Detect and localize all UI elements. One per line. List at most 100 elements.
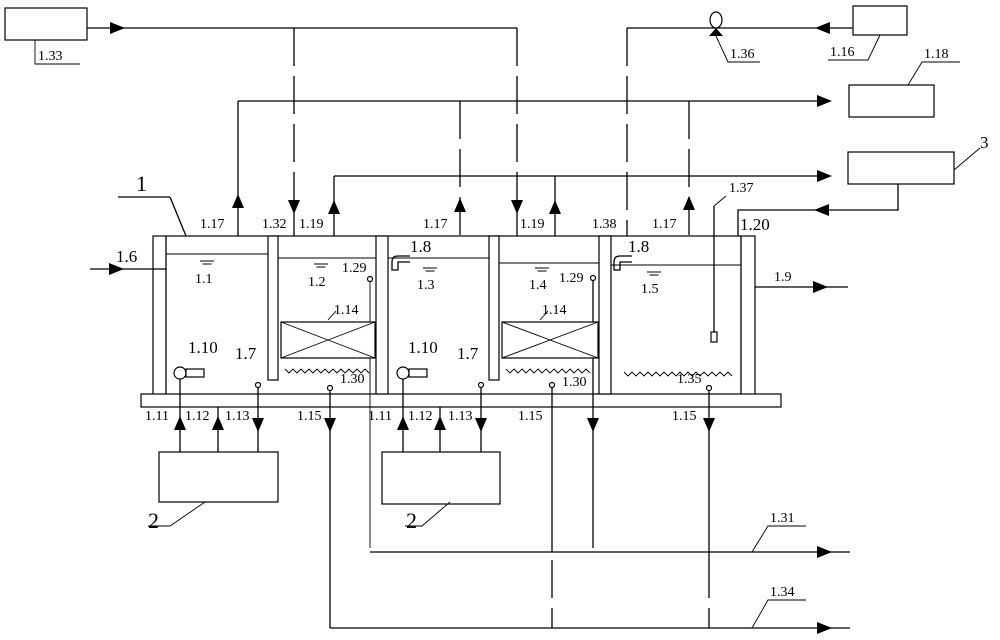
label-1-12-b: 1.12 — [408, 409, 433, 424]
partition-3 — [488, 235, 500, 381]
leader-1-34 — [751, 599, 806, 629]
label-1-13-b: 1.13 — [448, 409, 473, 424]
label-1-31: 1.31 — [770, 511, 795, 526]
media-b-x2 — [501, 321, 599, 359]
label-1-29-a: 1.29 — [342, 261, 367, 276]
label-1-35: 1.35 — [677, 372, 702, 387]
label-2-left: 2 — [148, 508, 159, 533]
label-1-16: 1.16 — [830, 45, 855, 60]
label-1-7-b: 1.7 — [457, 344, 479, 363]
tank-base — [140, 393, 782, 408]
leader-1-33 — [34, 40, 80, 65]
arrow-gas-b — [454, 198, 466, 212]
arrow-gas-a — [232, 194, 244, 208]
arrow-1-33-drop-b — [511, 200, 523, 214]
sensor-1-29-a — [366, 275, 374, 283]
mixer-1-10-a — [173, 366, 187, 380]
leader-2-left — [148, 501, 206, 527]
label-1-5: 1.5 — [641, 282, 659, 297]
arrow-1-15-a — [324, 418, 336, 432]
drain-1-15-c — [705, 384, 713, 392]
label-1-3: 1.3 — [417, 278, 435, 293]
box-1-16 — [852, 5, 908, 36]
arrow-1-18 — [817, 95, 832, 107]
arrow-1-13-b — [475, 418, 487, 432]
label-1-13-a: 1.13 — [225, 409, 250, 424]
probe-1-37-tip — [710, 331, 718, 343]
label-1-6: 1.6 — [116, 247, 137, 266]
tank-wall — [152, 235, 756, 397]
leader-2-middle — [405, 501, 451, 527]
box-3 — [847, 151, 955, 185]
label-1-15-b: 1.15 — [518, 409, 543, 424]
label-1-18: 1.18 — [924, 47, 949, 62]
arrow-1-31 — [817, 546, 832, 558]
label-1-29-b: 1.29 — [559, 271, 584, 286]
aerator-1-35 — [623, 371, 733, 377]
label-1-34: 1.34 — [770, 585, 795, 600]
label-1-9: 1.9 — [774, 270, 792, 285]
label-1-8-b: 1.8 — [628, 237, 649, 256]
label-1-10-b: 1.10 — [408, 338, 438, 357]
label-1-17-b: 1.17 — [423, 217, 448, 232]
leader-1-16 — [828, 34, 881, 61]
label-1-8-a: 1.8 — [410, 237, 431, 256]
arrow-1-16 — [815, 22, 830, 34]
siphon-1-8-a — [391, 255, 410, 271]
leader-1-b — [169, 196, 187, 237]
label-3: 3 — [980, 133, 989, 152]
arrow-1-34 — [817, 622, 832, 634]
label-1-30-a: 1.30 — [340, 372, 365, 387]
leader-1-14-b — [539, 310, 549, 321]
label-1: 1 — [136, 171, 147, 196]
label-1-11-b: 1.11 — [368, 409, 392, 424]
label-1-7-a: 1.7 — [235, 344, 257, 363]
arrow-1-11-a — [174, 416, 186, 430]
arrow-1-12-a — [212, 416, 224, 430]
leader-1-18 — [907, 61, 960, 86]
label-1-4: 1.4 — [529, 278, 547, 293]
unit-2-left — [158, 451, 279, 503]
unit-2-middle — [381, 451, 501, 505]
label-1-19-a: 1.19 — [299, 217, 324, 232]
label-1-19-b: 1.19 — [520, 217, 545, 232]
leader-1-14-a — [327, 310, 337, 321]
drain-1-15-a — [326, 384, 334, 392]
box-1-33 — [4, 7, 88, 41]
mixer-1-10-a-body — [185, 368, 205, 378]
aerator-1-30-b — [505, 368, 591, 374]
arrow-1-6 — [109, 263, 124, 275]
arrow-1-9 — [813, 281, 828, 293]
arrow-1-19-a — [328, 200, 340, 214]
arrow-1-13-a — [252, 418, 264, 432]
pump-1-36-base — [709, 28, 723, 36]
arrow-1-19-b — [549, 200, 561, 214]
arrow-1-29-b — [587, 418, 599, 432]
arrow-1-12-b — [434, 416, 446, 430]
arrow-from-3 — [814, 204, 829, 216]
sensor-1-7-a — [254, 381, 262, 389]
label-1-30-b: 1.30 — [562, 375, 587, 390]
partition-1 — [267, 235, 279, 381]
label-1-20: 1.20 — [740, 215, 770, 234]
arrow-gas-c — [683, 196, 695, 210]
probe-1-37-leader — [713, 195, 727, 207]
pump-1-36-icon — [709, 11, 723, 29]
label-1-14-b: 1.14 — [542, 303, 567, 318]
label-1-14-a: 1.14 — [334, 303, 359, 318]
arrow-1-33-drop-a — [288, 200, 300, 214]
leader-1-36 — [715, 35, 760, 63]
label-1-1: 1.1 — [195, 272, 213, 287]
partition-2 — [375, 235, 389, 395]
label-2-middle: 2 — [406, 508, 417, 533]
label-1-15-a: 1.15 — [297, 409, 322, 424]
arrow-1-33 — [110, 22, 125, 34]
partition-4 — [598, 235, 612, 395]
leader-3 — [953, 147, 981, 171]
label-1-2: 1.2 — [308, 275, 326, 290]
drain-1-15-b — [548, 381, 556, 389]
label-1-12-a: 1.12 — [185, 409, 210, 424]
arrow-1-11-b — [397, 416, 409, 430]
sensor-1-29-b — [589, 274, 597, 282]
label-1-32: 1.32 — [262, 217, 287, 232]
